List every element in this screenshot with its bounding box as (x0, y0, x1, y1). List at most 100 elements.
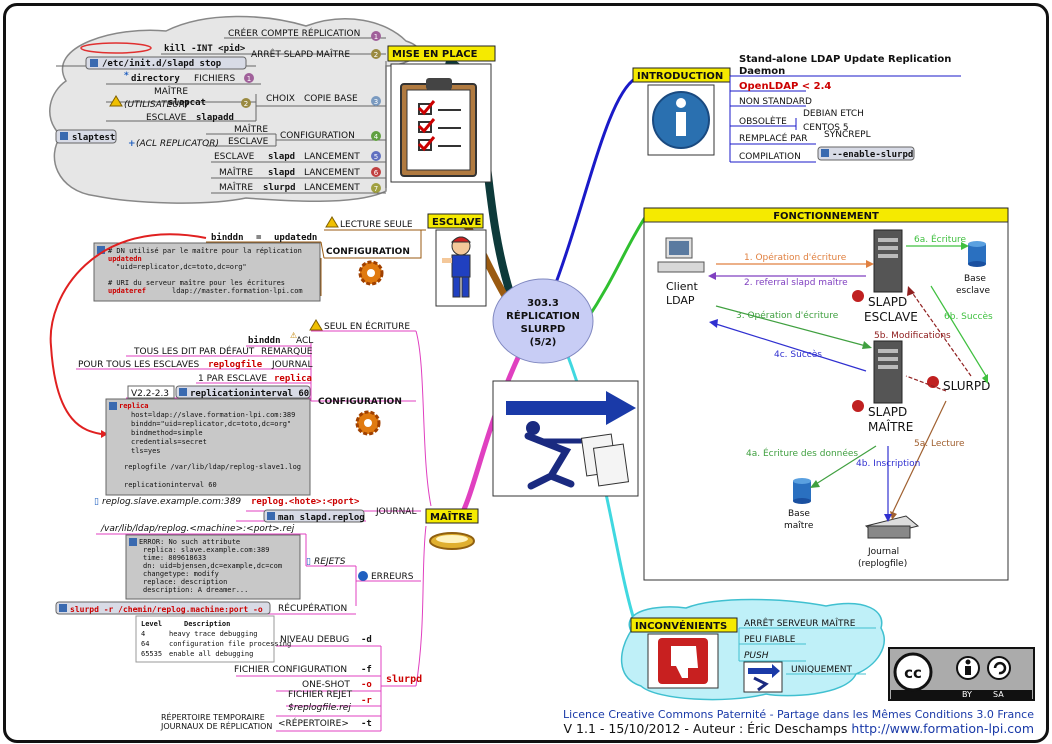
terminal-icon (129, 538, 137, 546)
slapd-maitre-label-1: SLAPD (868, 405, 907, 419)
esclave-code-line-6: ldap://master.formation-lpi.com (172, 287, 303, 295)
slaptest-box[interactable] (55, 129, 117, 144)
badge-2-text: 2 (374, 51, 378, 59)
version-label: V2.2-2.3 (131, 389, 169, 399)
maitre-code-box (105, 398, 311, 496)
client-computer-icon (657, 237, 705, 273)
opt-d-label: -d (361, 635, 372, 645)
base-maitre-label-1: Base (788, 509, 810, 519)
erreurs-code-box (125, 534, 301, 600)
maitre-code-line-3: bindmethod=simple (131, 429, 203, 437)
terminal-icon (90, 59, 98, 67)
pour-tous-label: POUR TOUS LES ESCLAVES (78, 360, 200, 370)
creer-compte-label: CRÉER COMPTE RÉPLICATION (228, 27, 360, 39)
lanc1-label: LANCEMENT (304, 152, 360, 162)
inconvenients-section: INCONVÉNIENTS ARRÊT SERVEUR MAÎTRE PEU F… (620, 598, 885, 701)
lanc1-role: ESCLAVE (214, 152, 255, 162)
red-ellipse (80, 42, 152, 54)
rep-temp-2-label: JOURNAUX DE RÉPLICATION (160, 720, 272, 731)
maitre-code-line-9: replicationinterval 60 (124, 481, 217, 489)
arrow-heads (708, 242, 988, 522)
introduction-title-box[interactable] (632, 67, 731, 83)
lanc3-cmd: slurpd (263, 183, 296, 193)
maitre-label: MAÎTRE (154, 85, 188, 97)
badge-9 (371, 183, 381, 193)
esclave2-label: ESCLAVE (228, 137, 269, 147)
license-line-1: Licence Creative Commons Paternité - Par… (563, 708, 1034, 721)
lecture-seule-label: LECTURE SEULE (340, 220, 413, 230)
center-line-1: 303.3 (527, 298, 559, 309)
enable-slurpd-box[interactable] (817, 146, 915, 161)
journal-printer-icon (864, 515, 920, 539)
esclave-code-line-0: # DN utilisé par le maître pour la répli… (108, 247, 302, 255)
journal2-label: JOURNAL (375, 507, 416, 517)
maitre-code-line-4: credentials=secret (131, 438, 207, 446)
gear-icon (355, 410, 381, 436)
introduction-section: INTRODUCTION Stand-alone LDAP Update Rep… (632, 54, 961, 163)
maitre-code-line-7: replogfile /var/lib/ldap/replog-slave1.l… (124, 463, 301, 471)
equals-label: = (256, 233, 262, 243)
slurpd-label: slurpd (386, 674, 422, 685)
base-maitre-label-2: maître (784, 521, 814, 531)
intro-desc-1: Stand-alone LDAP Update Replication (739, 54, 951, 65)
center-line-3: SLURPD (521, 324, 566, 335)
thumbs-down-icon (647, 633, 719, 689)
slurpd-r-box[interactable] (55, 601, 271, 615)
replogfile-rej-label: $replogfile.rej (288, 703, 351, 713)
badge-4-text: 2 (244, 100, 248, 108)
slurpd-node-label: SLURPD (943, 379, 990, 393)
badge-3 (244, 73, 254, 83)
man-box[interactable] (263, 509, 365, 523)
uniquement-label: UNIQUEMENT (791, 665, 853, 675)
slapd-esclave-label-2: ESCLAVE (864, 310, 918, 324)
terminal-icon (97, 246, 105, 254)
openldap-logo-icon (927, 376, 939, 388)
badge-8 (371, 167, 381, 177)
license-version-author: V 1.1 - 15/10/2012 - Auteur : Éric Desch… (564, 721, 852, 736)
license-url-link[interactable]: http://www.formation-lpi.com (851, 721, 1034, 736)
maitre-title-box[interactable] (425, 508, 479, 524)
op2-label: 2. referral slapd maître (744, 278, 848, 288)
badge-6 (371, 131, 381, 141)
debian-label: DEBIAN ETCH (803, 109, 864, 119)
slapd-maitre-label-2: MAÎTRE (868, 419, 913, 434)
esclave-title-box[interactable] (427, 213, 484, 229)
remplace-label: REMPLACÉ PAR (739, 132, 807, 144)
debug-table (135, 615, 275, 663)
terminal-icon (59, 604, 67, 612)
err-code-line-5: replace: description (143, 578, 227, 586)
badge-1-text: 1 (374, 33, 378, 41)
center-node[interactable]: 303.3 RÉPLICATION SLURPD (5/2) (492, 278, 594, 364)
acl-label: ACL (296, 336, 313, 346)
interval-label: replicationinterval 60 (190, 388, 309, 399)
center-line-2: RÉPLICATION (506, 309, 580, 322)
err-code-line-2: time: 809618633 (143, 554, 206, 562)
esclave-label: ESCLAVE (146, 113, 187, 123)
op3-label: 3. Opération d'écriture (736, 310, 839, 321)
license-line-2: V 1.1 - 15/10/2012 - Auteur : Éric Desch… (564, 721, 1035, 736)
debug-row-1-level: 64 (141, 640, 149, 648)
peu-fiable-label: PEU FIABLE (744, 635, 796, 645)
red-arrow-head (101, 430, 108, 438)
init-stop-box[interactable] (85, 56, 247, 70)
center-line-4: (5/2) (530, 337, 557, 348)
mise-en-place-title-box[interactable] (387, 45, 496, 62)
license-section: cc BY SA Licence Creative Commons Patern… (563, 647, 1035, 736)
slapd-esclave-server-icon (873, 229, 903, 293)
client-label-1: Client (666, 280, 699, 293)
debug-row-0-level: 4 (141, 630, 145, 638)
obsolete-label: OBSOLÈTE (739, 115, 787, 127)
cc-icon (893, 652, 933, 692)
maitre-code-line-0: replica (119, 402, 149, 410)
openldap-label: OpenLDAP < 2.4 (739, 81, 831, 92)
inconvenients-title-box[interactable] (630, 617, 738, 633)
crown-icon (429, 532, 475, 550)
interval-box[interactable] (175, 385, 311, 399)
init-stop-command: /etc/init.d/slapd stop (102, 58, 222, 69)
rejets-label: REJETS (314, 557, 346, 567)
esclave-section: ESCLAVE LECTURE SEULE CONFIGURATION bind… (93, 213, 487, 307)
replog-host-label: replog.<hote>:<port> (251, 497, 360, 507)
esclave-configuration-label: CONFIGURATION (326, 247, 410, 257)
base-esclave-label-1: Base (964, 274, 986, 284)
sa-text: SA (993, 690, 1004, 699)
